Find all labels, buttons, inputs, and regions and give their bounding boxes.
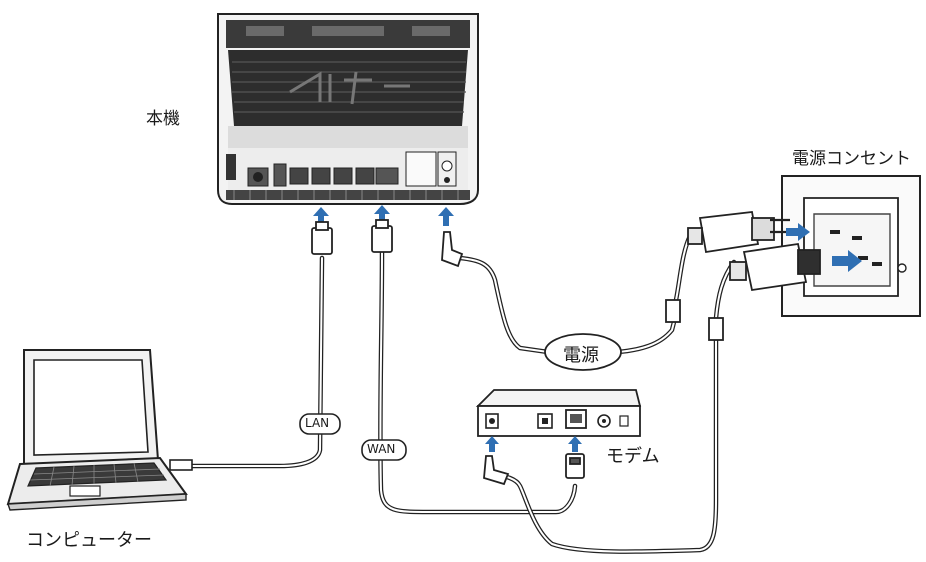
router-arrows (313, 205, 454, 226)
power-label-bubble (544, 333, 622, 371)
outlet-arrows (786, 223, 862, 272)
router-lan-ports (289, 167, 375, 185)
outlet-arrow-icon-1 (786, 223, 810, 241)
router-plugs (311, 219, 464, 268)
ferrite-core-router (665, 299, 681, 323)
power-label: 電源 (563, 345, 599, 366)
adapter-modem (729, 242, 821, 292)
modem-wan-arrow-icon (568, 436, 582, 452)
cables (189, 233, 737, 554)
modem-label: モデム (606, 446, 660, 467)
modem-arrows (485, 436, 582, 452)
laptop-lan-plug (169, 459, 193, 471)
outlet-arrow-icon-2 (832, 250, 862, 272)
computer-label: コンピューター (26, 530, 152, 551)
router-device (217, 13, 479, 205)
lan-arrow-icon (313, 207, 329, 226)
power-arrow-icon (438, 207, 454, 226)
lan-label: LAN (305, 416, 330, 430)
power-plug (441, 231, 464, 268)
outlet-label: 電源コンセント (792, 149, 911, 169)
wan-tag (361, 439, 407, 461)
adapter-router (687, 211, 790, 254)
router-wan-port (375, 167, 399, 185)
lan-tag (299, 413, 341, 435)
modem-device (475, 389, 642, 437)
modem-plugs (483, 453, 585, 486)
wall-outlet (781, 175, 921, 317)
modem-power-arrow-icon (485, 436, 499, 452)
wan-arrow-icon (374, 205, 390, 224)
modem-power-plug (483, 455, 510, 486)
wan-plug (371, 225, 393, 253)
laptop-device (6, 349, 193, 511)
lan-cable (189, 255, 325, 469)
router-power-cable (457, 233, 693, 355)
router-label: 本機 (146, 109, 180, 129)
power-adapters (665, 211, 821, 341)
lan-plug (311, 227, 333, 255)
wan-label: WAN (367, 442, 396, 456)
ferrite-core-modem (708, 317, 724, 341)
wan-cable (378, 249, 578, 515)
